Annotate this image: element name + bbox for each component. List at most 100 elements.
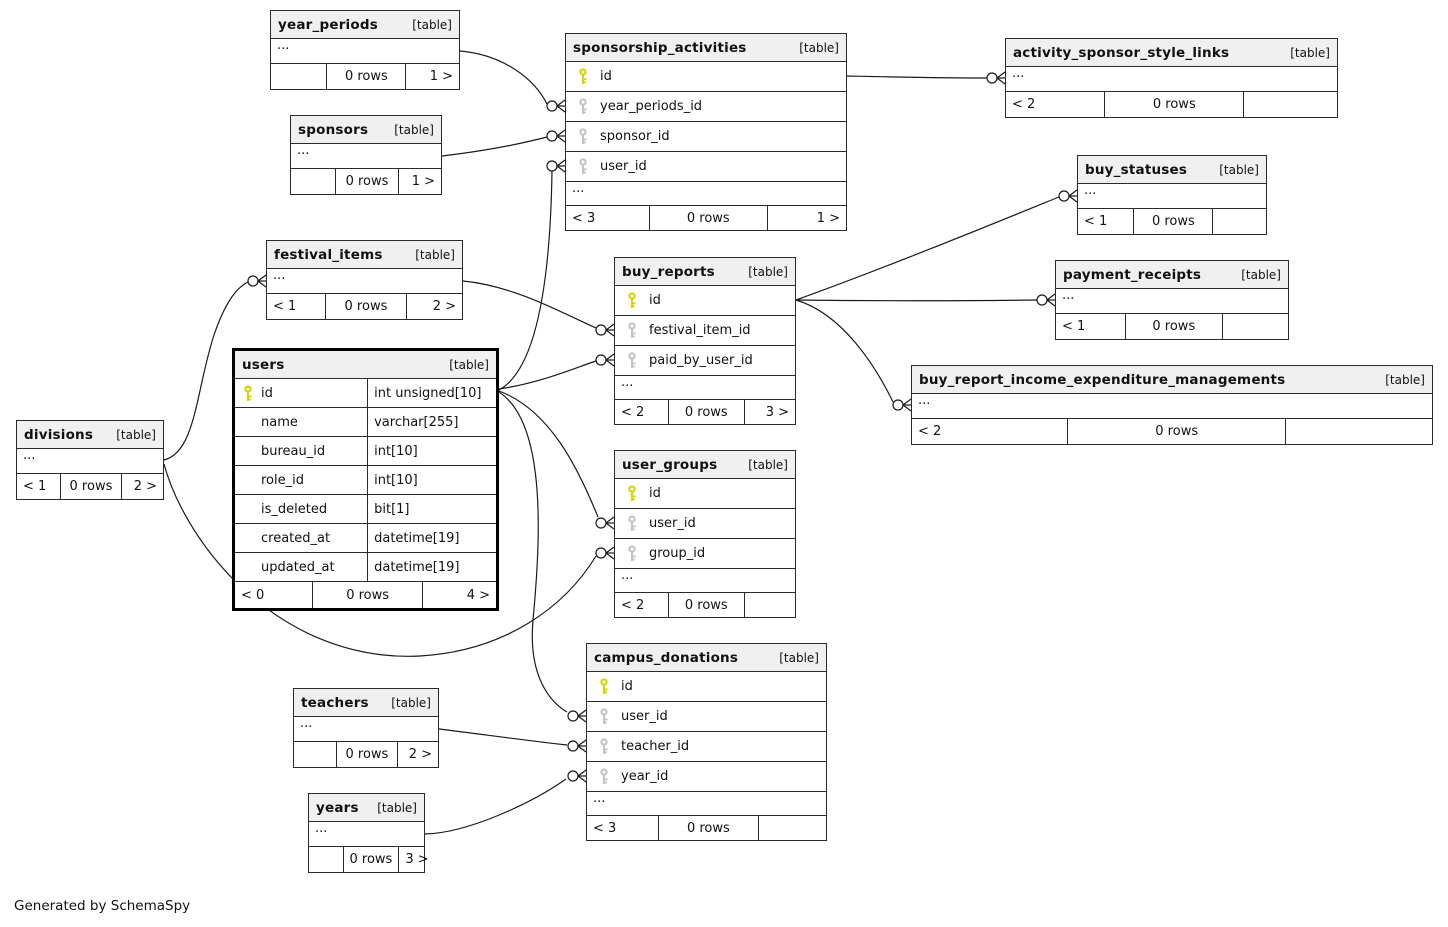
column-name-cell: is_deleted xyxy=(235,495,369,523)
column-name: teacher_id xyxy=(621,739,690,754)
table-type-tag: [table] xyxy=(1385,372,1425,387)
relationship-edge-users.id-to-user_groups.user_id xyxy=(498,390,615,530)
hidden-columns-ellipsis: ... xyxy=(267,269,462,294)
primary-key-icon xyxy=(578,68,587,84)
column-row-group_id: group_id xyxy=(615,539,795,569)
crowfoot-prong xyxy=(556,135,566,143)
footer-children-count: 3 > xyxy=(405,852,429,867)
footer-children-count xyxy=(1213,209,1266,234)
column-row-user_id: user_id xyxy=(566,152,846,182)
column-name-cell: role_id xyxy=(235,466,369,494)
table-header: festival_items[table] xyxy=(267,241,462,269)
hidden-columns-ellipsis: ... xyxy=(1056,289,1288,314)
crowfoot-prong xyxy=(577,739,587,747)
crowfoot-prong xyxy=(556,99,566,107)
footer-row-count: 0 rows xyxy=(1068,419,1287,444)
relationship-line xyxy=(498,360,597,390)
relationship-line xyxy=(795,196,1060,301)
hidden-columns-ellipsis: ... xyxy=(615,569,795,593)
column-name: user_id xyxy=(649,516,696,531)
table-title: user_groups xyxy=(622,456,718,473)
foreign-key-icon xyxy=(627,515,636,531)
column-name: user_id xyxy=(621,709,668,724)
foreign-key-icon xyxy=(599,738,608,754)
table-header: user_groups[table] xyxy=(615,451,795,479)
table-type-tag: [table] xyxy=(394,122,434,137)
table-title: years xyxy=(316,799,359,816)
key-icon-cell xyxy=(615,322,649,339)
key-icon-cell xyxy=(235,384,261,402)
key-icon-cell xyxy=(566,158,600,175)
table-title: year_periods xyxy=(278,16,378,33)
relationship-line xyxy=(438,728,568,746)
column-name: sponsor_id xyxy=(600,129,670,144)
table-type-tag: [table] xyxy=(412,17,452,32)
foreign-key-icon xyxy=(627,322,636,338)
crowfoot-prong xyxy=(577,769,587,777)
crowfoot-prong xyxy=(605,516,615,524)
column-name: paid_by_user_id xyxy=(649,353,753,368)
column-name-cell: bureau_id xyxy=(235,437,369,465)
crowfoot-prong xyxy=(605,546,615,554)
table-header: years[table] xyxy=(309,794,424,822)
hidden-columns-ellipsis: ... xyxy=(566,182,846,206)
table-title: sponsors xyxy=(298,121,369,138)
table-type-tag: [table] xyxy=(415,247,455,262)
table-title: buy_statuses xyxy=(1085,161,1188,178)
table-node-activity_sponsor_style_links[interactable]: activity_sponsor_style_links[table]...< … xyxy=(1005,38,1338,118)
column-type: int[10] xyxy=(374,443,418,459)
table-type-tag: [table] xyxy=(799,40,839,55)
crowfoot-prong xyxy=(605,522,615,530)
footer-children-count: 1 > xyxy=(429,69,453,84)
crowfoot-prong xyxy=(996,71,1006,79)
footer-parents-count: < 2 xyxy=(1006,92,1106,117)
relationship-edge-years-to-campus_donations.year_id xyxy=(424,769,587,835)
crowfoot-prong xyxy=(605,552,615,560)
crowfoot-prong xyxy=(577,709,587,717)
footer-parents-count: < 1 xyxy=(17,474,61,499)
table-type-tag: [table] xyxy=(1290,45,1330,60)
footer-parents-count: < 1 xyxy=(1078,209,1135,234)
column-name: created_at xyxy=(261,530,331,546)
table-header: payment_receipts[table] xyxy=(1056,261,1288,289)
footer-children-count xyxy=(759,816,826,840)
footer-parents-count: < 3 xyxy=(587,816,659,840)
table-node-buy_report_income_expenditure_managements[interactable]: buy_report_income_expenditure_management… xyxy=(911,365,1433,445)
crowfoot-prong xyxy=(902,404,912,412)
column-name: id xyxy=(261,385,273,401)
key-icon-cell xyxy=(615,485,649,502)
hidden-columns-ellipsis: ... xyxy=(271,39,459,64)
zero-or-many-circle xyxy=(567,710,579,722)
footer-row-count: 0 rows xyxy=(326,294,408,319)
footer-row-count: 0 rows xyxy=(336,169,399,194)
foreign-key-icon xyxy=(599,768,608,784)
footer-parents-count xyxy=(291,169,336,194)
key-icon-cell xyxy=(615,352,649,369)
crowfoot-prong xyxy=(556,105,566,113)
relationship-edge-sponsors-to-sponsorship_activities.sponsor_id xyxy=(441,129,566,157)
footer-row-count: 0 rows xyxy=(669,593,745,617)
relationship-edge-festival_items-to-buy_reports.festival_item_id xyxy=(462,280,615,337)
footer-children-count: 3 > xyxy=(765,404,789,420)
column-name: role_id xyxy=(261,472,304,488)
